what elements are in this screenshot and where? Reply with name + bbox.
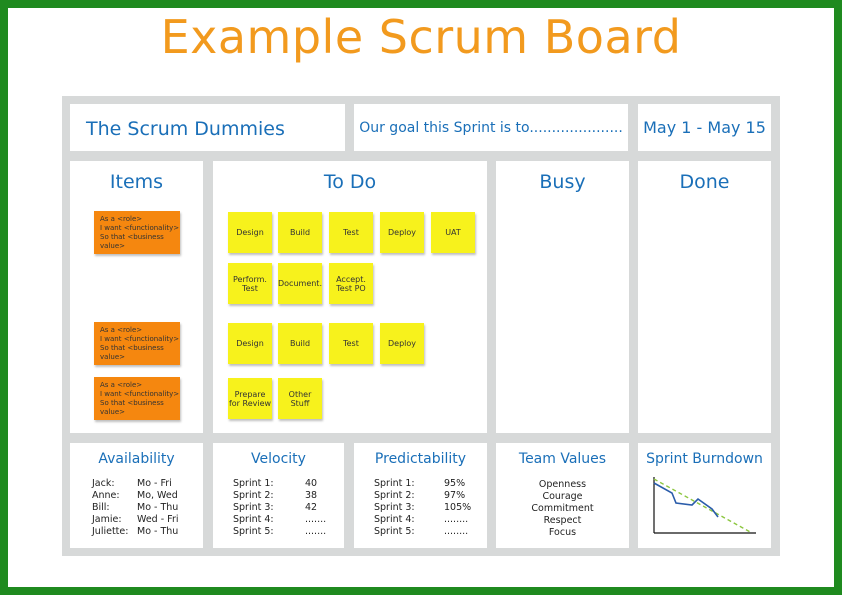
burndown-actual-line xyxy=(653,482,719,518)
task-note[interactable]: Accept. Test PO xyxy=(329,263,373,304)
availability-row: Bill:Mo - Thu xyxy=(92,502,179,513)
task-note[interactable]: Document. xyxy=(278,263,322,304)
velocity-row: Sprint 2:38 xyxy=(233,490,318,501)
availability-title: Availability xyxy=(98,451,175,467)
done-column: Done xyxy=(638,161,771,433)
task-note[interactable]: Prepare for Review xyxy=(228,378,272,419)
busy-column-title: Busy xyxy=(539,171,586,193)
task-note[interactable]: Perform. Test xyxy=(228,263,272,304)
task-note[interactable]: Deploy xyxy=(380,212,424,253)
burndown-chart xyxy=(653,477,756,534)
team-value: Respect xyxy=(543,515,582,526)
team-value: Openness xyxy=(538,479,587,490)
team-value: Commitment xyxy=(531,503,594,514)
predictability-row: Sprint 5:........ xyxy=(374,526,469,537)
items-column-title: Items xyxy=(109,171,164,193)
velocity-list: Sprint 1:40 Sprint 2:38 Sprint 3:42 Spri… xyxy=(233,478,326,538)
team-values-title: Team Values xyxy=(518,451,607,467)
team-value: Courage xyxy=(542,491,583,502)
velocity-row: Sprint 3:42 xyxy=(233,502,318,513)
predictability-list: Sprint 1:95% Sprint 2:97% Sprint 3:105% … xyxy=(374,478,471,538)
story-note[interactable]: As a <role> I want <functionality> So th… xyxy=(94,211,180,254)
burndown-title: Sprint Burndown xyxy=(646,451,763,467)
team-values-cell: Team Values Openness Courage Commitment … xyxy=(496,443,629,548)
task-note[interactable]: Test xyxy=(329,323,373,364)
availability-row: Juliette:Mo - Thu xyxy=(92,526,179,537)
sprint-goal-cell: Our goal this Sprint is to..............… xyxy=(354,104,628,151)
velocity-row: Sprint 4:....... xyxy=(233,514,327,525)
velocity-cell: Velocity Sprint 1:40 Sprint 2:38 Sprint … xyxy=(213,443,344,548)
team-name-cell: The Scrum Dummies xyxy=(70,104,345,151)
predictability-row: Sprint 4:........ xyxy=(374,514,469,525)
task-note[interactable]: UAT xyxy=(431,212,475,253)
task-note[interactable]: Design xyxy=(228,212,272,253)
team-name: The Scrum Dummies xyxy=(86,118,285,140)
sprint-goal: Our goal this Sprint is to..............… xyxy=(359,120,623,136)
task-note[interactable]: Build xyxy=(278,212,322,253)
availability-row: Jack:Mo - Fri xyxy=(92,478,172,489)
task-note[interactable]: Build xyxy=(278,323,322,364)
availability-list: Jack:Mo - Fri Anne:Mo, Wed Bill:Mo - Thu… xyxy=(92,478,179,538)
predictability-row: Sprint 3:105% xyxy=(374,502,472,513)
done-column-title: Done xyxy=(679,171,730,193)
todo-column-title: To Do xyxy=(323,171,377,193)
predictability-title: Predictability xyxy=(374,451,467,467)
burndown-ideal-line xyxy=(653,478,753,534)
availability-row: Anne:Mo, Wed xyxy=(92,490,178,501)
predictability-row: Sprint 2:97% xyxy=(374,490,466,501)
task-note[interactable]: Other Stuff xyxy=(278,378,322,419)
availability-row: Jamie:Wed - Fri xyxy=(92,514,179,525)
velocity-row: Sprint 1:40 xyxy=(233,478,318,489)
task-note[interactable]: Test xyxy=(329,212,373,253)
task-note[interactable]: Design xyxy=(228,323,272,364)
velocity-title: Velocity xyxy=(251,451,306,467)
velocity-row: Sprint 5:....... xyxy=(233,526,327,537)
predictability-cell: Predictability Sprint 1:95% Sprint 2:97%… xyxy=(354,443,487,548)
availability-cell: Availability Jack:Mo - Fri Anne:Mo, Wed … xyxy=(70,443,203,548)
team-value: Focus xyxy=(548,527,577,538)
scrum-board: The Scrum Dummies Our goal this Sprint i… xyxy=(62,96,780,556)
team-values-list: Openness Courage Commitment Respect Focu… xyxy=(496,479,629,539)
page-title: Example Scrum Board xyxy=(160,10,682,64)
sprint-dates: May 1 - May 15 xyxy=(643,118,766,137)
story-note[interactable]: As a <role> I want <functionality> So th… xyxy=(94,322,180,365)
sprint-dates-cell: May 1 - May 15 xyxy=(638,104,771,151)
burndown-cell: Sprint Burndown xyxy=(638,443,771,548)
predictability-row: Sprint 1:95% xyxy=(374,478,466,489)
story-note[interactable]: As a <role> I want <functionality> So th… xyxy=(94,377,180,420)
task-note[interactable]: Deploy xyxy=(380,323,424,364)
busy-column: Busy xyxy=(496,161,629,433)
